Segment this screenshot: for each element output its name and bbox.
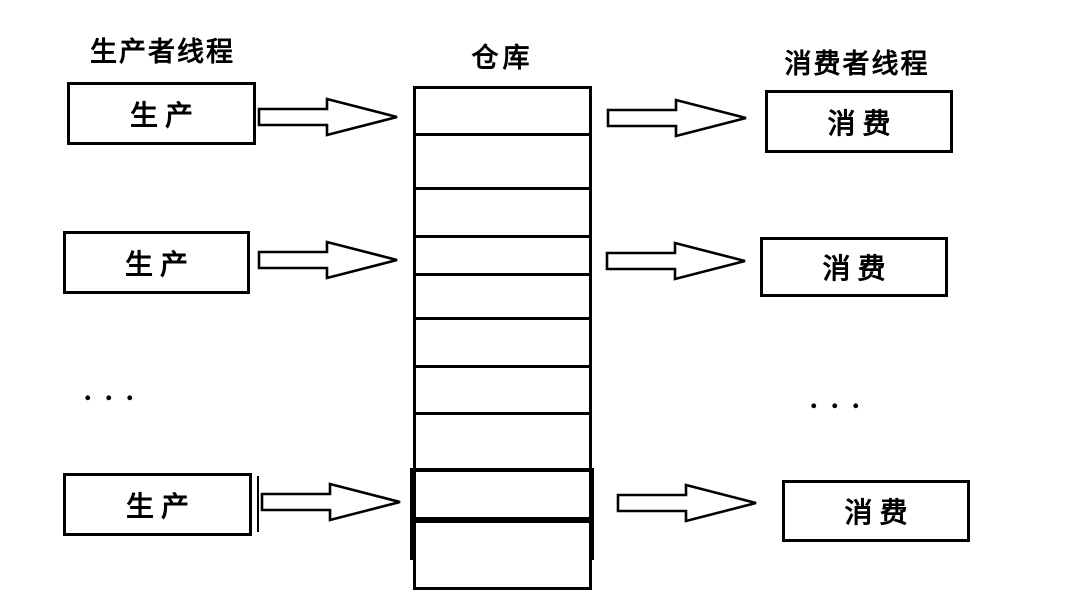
warehouse-highlighted-cell-left-border <box>410 468 415 560</box>
producer-threads-title: 生产者线程 <box>90 37 235 67</box>
producer-ellipsis: . . . <box>84 374 137 407</box>
producer-arrow-2-icon <box>257 240 398 280</box>
producer-box-1: 生产 <box>67 82 256 145</box>
consumer-threads-title: 消费者线程 <box>784 49 930 79</box>
warehouse-cell-divider <box>413 133 592 136</box>
consumer-box-2-label: 消费 <box>822 254 893 285</box>
producer-box-1-label: 生产 <box>129 100 200 132</box>
stray-vertical-line <box>257 476 259 532</box>
warehouse-cell-divider <box>413 317 592 320</box>
consumer-ellipsis: . . . <box>810 382 863 415</box>
consumer-box-3-label: 消费 <box>844 498 915 529</box>
warehouse-highlighted-cell-top-border <box>410 468 594 472</box>
consumer-box-1-label: 消费 <box>827 108 898 140</box>
warehouse-cell-divider <box>413 365 592 368</box>
producer-arrow-1-icon <box>257 97 398 137</box>
consumer-arrow-1-icon <box>606 98 747 138</box>
warehouse-grid <box>413 86 592 590</box>
consumer-box-2: 消费 <box>760 237 948 297</box>
consumer-box-3: 消费 <box>782 480 970 542</box>
producer-box-3: 生产 <box>63 473 252 536</box>
warehouse-highlighted-cell-bottom-border <box>410 517 594 523</box>
warehouse-highlighted-cell-right-border <box>589 468 594 560</box>
producer-arrow-3-icon <box>260 482 401 522</box>
warehouse-cell-divider <box>413 235 592 238</box>
warehouse-cell-divider <box>413 187 592 190</box>
warehouse-cell-divider <box>413 412 592 415</box>
consumer-arrow-3-icon <box>616 483 757 523</box>
producer-box-2: 生产 <box>63 231 250 294</box>
producer-box-2-label: 生产 <box>124 249 195 281</box>
warehouse-title: 仓库 <box>471 43 534 73</box>
consumer-arrow-2-icon <box>605 241 746 281</box>
consumer-box-1: 消费 <box>765 90 953 153</box>
producer-box-3-label: 生产 <box>125 491 196 523</box>
warehouse-cell-divider <box>413 273 592 276</box>
